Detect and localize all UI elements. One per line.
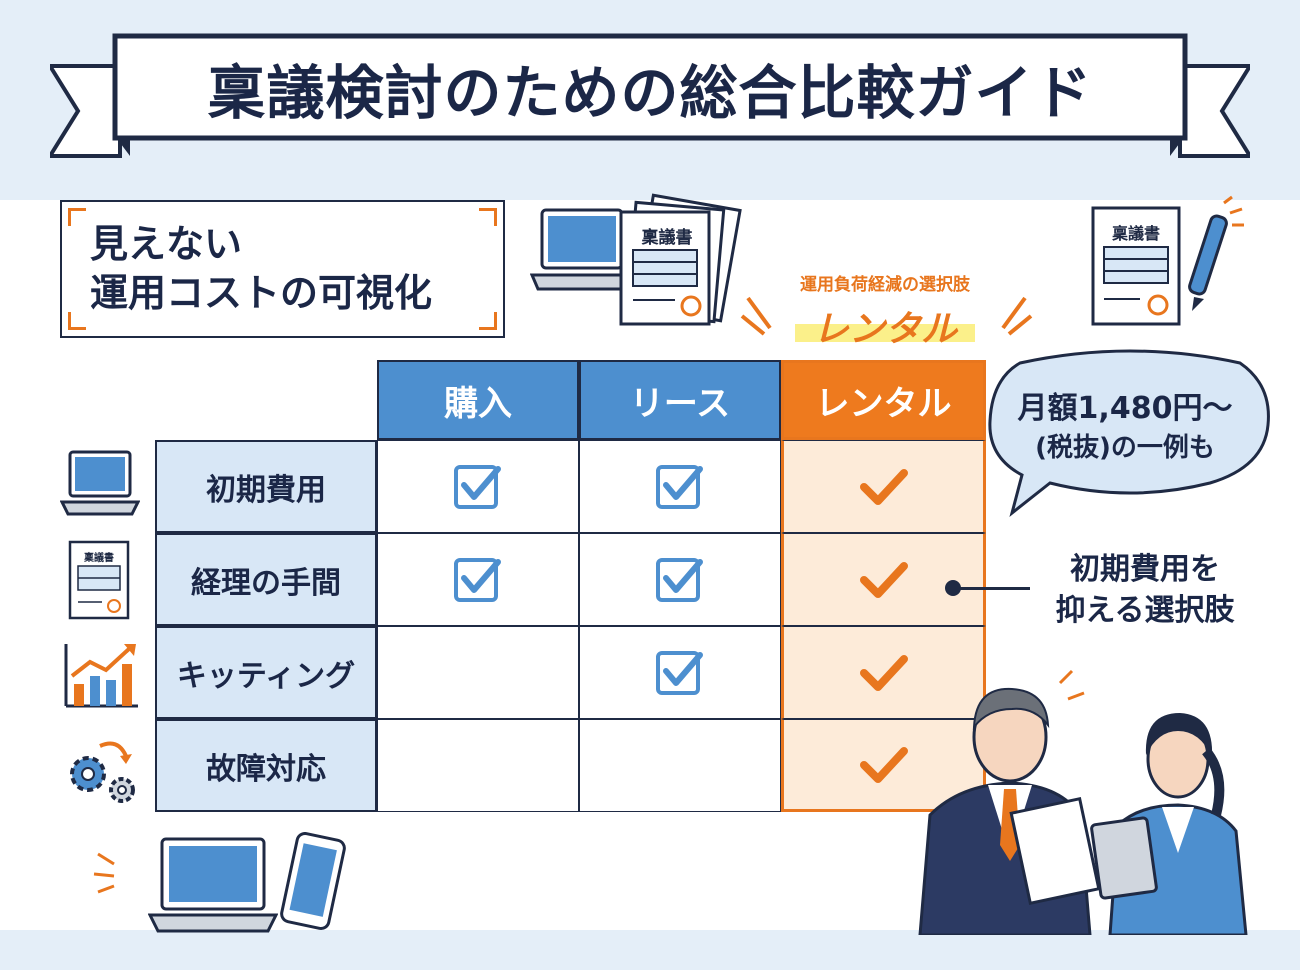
checkbox-checked-icon [656,650,703,695]
check-icon [859,561,908,598]
checkbox-checked-icon [454,557,501,602]
column-header-lease: リース [579,360,781,440]
rental-subtitle: 運用負荷経減の選択肢 [800,275,970,295]
note-line-2: 抑える選択肢 [1055,592,1235,628]
pen-icon [1188,195,1244,311]
corner-mark [479,208,497,226]
checkbox-checked-icon [656,557,703,602]
document-icon [1091,206,1181,326]
rental-highlight: レンタル [790,300,980,350]
speech-bubble [988,349,1270,517]
row-header: 経理の手間 [155,533,377,626]
rental-highlight-label: レンタル [812,309,957,350]
laptop-icon [148,837,278,933]
table-cell [377,440,579,533]
corner-mark [68,312,86,330]
document-label-small: 稟議書 [84,553,114,564]
table-cell [377,626,579,719]
speech-bubble-text: 月額1,480円～ (税抜)の一例も [1000,388,1250,466]
gears-icon [70,741,135,803]
bubble-line-1: 月額1,480円～ [1017,391,1233,426]
document-icon [68,540,130,620]
checkbox-checked-icon [656,464,703,509]
table-cell [579,719,781,812]
document-label-large: 稟議書 [641,228,693,248]
pointer-line [952,587,1030,590]
laptop-icon [60,450,140,516]
note-line-1: 初期費用を [1070,552,1220,587]
column-header-purchase: 購入 [377,360,579,440]
table-cell [781,719,986,812]
callout-box: 見えない 運用コストの可視化 [60,200,505,338]
business-people-illustration [918,669,1248,935]
chart-icon [64,644,138,708]
check-icon [859,654,908,691]
document-label-right: 稟議書 [1111,224,1160,243]
table-cell [377,533,579,626]
table-cell [377,719,579,812]
checkbox-checked-icon [454,464,501,509]
check-icon [859,746,908,783]
title-banner [50,33,1250,158]
row-header: 故障対応 [155,719,377,812]
corner-mark [68,208,86,226]
rental-note: 初期費用を 抑える選択肢 [1035,550,1255,631]
background-band-bottom [0,930,1300,970]
table-cell [781,533,986,626]
emphasis-lines [93,852,115,894]
table-cell [781,440,986,533]
row-header: 初期費用 [155,440,377,533]
bubble-line-2: (税抜)の一例も [1035,433,1215,463]
page-title: 稟議検討のための総合比較ガイド [207,59,1093,127]
smartphone-icon [280,832,346,931]
document-icon [619,193,742,326]
pointer-dot [945,580,961,596]
row-header: キッティング [155,626,377,719]
check-icon [859,468,908,505]
callout-line-1: 見えない [90,222,243,266]
table-cell [579,533,781,626]
column-header-rental: レンタル [781,360,986,440]
corner-mark [479,312,497,330]
table-cell [781,626,986,719]
table-cell [579,626,781,719]
table-cell [579,440,781,533]
emphasis-lines-right [1001,296,1033,336]
callout-line-2: 運用コストの可視化 [90,271,433,316]
emphasis-lines-left [740,296,772,336]
